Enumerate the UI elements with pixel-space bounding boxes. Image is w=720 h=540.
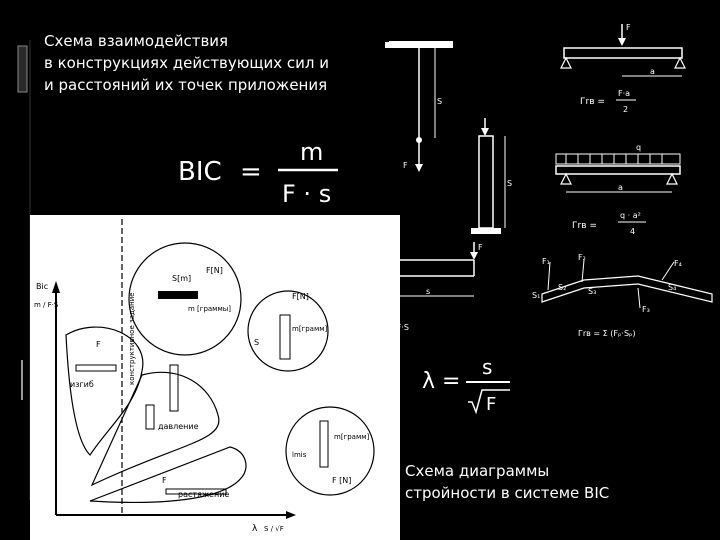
truss-F4: F₄ [674, 259, 682, 268]
axis-x-unit: S / √F [264, 525, 284, 533]
column-S: S [507, 179, 512, 188]
lambda-numerator: s [482, 355, 492, 379]
truss-S4: S₄ [668, 283, 676, 292]
udl-q: q [636, 143, 641, 152]
bubble2-s: S [254, 338, 259, 347]
bubble-compression [247, 290, 329, 372]
truss-sketch: F₁ F₂ F₃ F₄ S₁ S₂ S₃ S₄ Гrв = Σ (Fₚ·Sₚ) [532, 253, 713, 338]
caption-top-line-1: Схема взаимодействия [44, 32, 229, 50]
bic-eq: = [240, 157, 262, 187]
region-compression [90, 371, 220, 487]
hang-F: F [403, 161, 408, 170]
beam-point-load-sketch: F a Гrв = F·a 2 [560, 23, 686, 114]
region-davlenie: давление [158, 422, 199, 431]
cant-s: s [426, 287, 430, 296]
truss-F1: F₁ [542, 257, 550, 266]
lambda-denominator: F [486, 394, 496, 415]
region-F: F [96, 340, 101, 349]
region-tension [89, 446, 247, 504]
bubble1-F: F[N] [206, 266, 223, 275]
bic-formula: BIC = m F · s [178, 138, 338, 206]
axis-y-unit: m / F·S [34, 301, 59, 309]
bubble1-m: m [граммы] [188, 305, 231, 313]
beam-formula-lhs: Гrв = [580, 97, 605, 107]
hanging-rod-sketch: F S [385, 41, 453, 172]
truss-S3: S₃ [588, 287, 596, 296]
region-F2: F [162, 476, 167, 485]
truss-F2: F₂ [578, 253, 586, 262]
bic-lhs: BIC [178, 157, 222, 187]
cant-F: F [478, 243, 483, 252]
bubble2-F: F[N] [292, 292, 309, 301]
bubble3-m: m[грамм] [334, 433, 370, 441]
bic-numerator: m [300, 138, 323, 166]
udl-a: a [618, 183, 623, 192]
vertical-label: конструктивное задание [128, 292, 136, 385]
lambda-lhs: λ [422, 369, 435, 394]
beam-uniform-load-sketch: q a Гrв = q · a² 4 [555, 143, 681, 236]
truss-S2: S₂ [558, 283, 566, 292]
caption-bottom-line-1: Схема диаграммы [405, 462, 550, 480]
axis-y-label: Bic [36, 282, 48, 291]
region-izgib: изгиб [70, 380, 94, 389]
bic-slenderness-diagram: Bic m / F·S λ S / √F конструктивное зада… [30, 215, 400, 540]
beam-formula-den: 2 [623, 105, 628, 114]
sqrt-sign [468, 389, 510, 415]
truss-S1: S₁ [532, 291, 540, 300]
bubble2-m: m[грамм] [292, 325, 328, 333]
caption-bottom-line-2: стройности в системе BIC [405, 484, 610, 502]
bic-denominator: F · s [282, 180, 331, 206]
caption-top-line-2: в конструкциях действующих сил и [44, 54, 330, 72]
caption-top: Схема взаимодействия в конструкциях дейс… [44, 30, 329, 96]
bubble1-s: S[m] [172, 274, 191, 283]
bubble-bending [128, 242, 242, 356]
beam-formula-num: F·a [618, 89, 630, 98]
caption-bottom: Схема диаграммы стройности в системе BIC [405, 460, 609, 504]
truss-formula: Гrв = Σ (Fₚ·Sₚ) [578, 329, 636, 338]
truss-F3: F₃ [642, 305, 650, 314]
udl-formula-lhs: Гrв = [572, 221, 597, 231]
hang-S: S [437, 97, 442, 106]
lambda-eq: = [442, 369, 460, 394]
column-sketch: S [471, 118, 512, 234]
beam-a: a [650, 67, 655, 76]
bubble3-F: F [N] [332, 476, 351, 485]
lambda-formula: λ = s F [422, 355, 510, 415]
udl-formula-num: q · a² [620, 211, 641, 220]
udl-formula-den: 4 [630, 227, 635, 236]
beam-F: F [626, 23, 631, 32]
axis-x-label: λ [252, 524, 258, 534]
bubble-tension [285, 406, 375, 496]
bubble3-mis: lmis [292, 451, 307, 459]
region-bending [65, 326, 144, 456]
caption-top-line-3: и расстояний их точек приложения [44, 76, 328, 94]
